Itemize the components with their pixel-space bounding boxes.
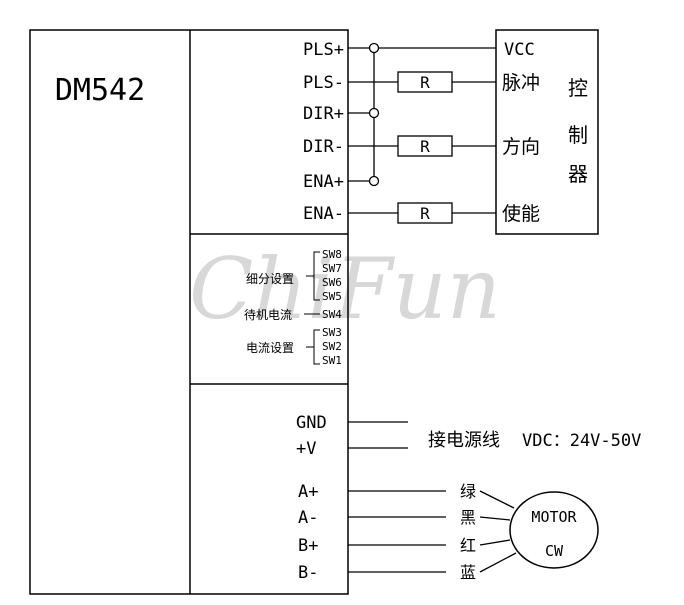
pin-pls-plus: PLS+ — [303, 40, 344, 60]
wire-color-b-minus: 蓝 — [460, 563, 476, 582]
signal-wires — [348, 47, 496, 214]
pin-b-plus: B+ — [298, 536, 318, 556]
pin-ena-minus: ENA- — [303, 204, 344, 224]
controller-title-char: 控 — [568, 76, 588, 100]
pin-a-minus: A- — [298, 508, 318, 528]
controller-vcc: VCC — [504, 40, 535, 60]
pin-vplus: +V — [296, 439, 316, 459]
resistor-label: R — [420, 73, 430, 92]
switch-label: SW5 — [322, 290, 342, 303]
pin-dir-plus: DIR+ — [303, 104, 344, 124]
pin-a-plus: A+ — [298, 482, 318, 502]
wire-color-a-minus: 黑 — [460, 508, 476, 527]
pin-dir-minus: DIR- — [303, 137, 344, 157]
junctions — [368, 42, 380, 187]
switch-label: SW8 — [322, 248, 342, 261]
controller-enable: 使能 — [502, 203, 540, 225]
driver-model: DM542 — [55, 73, 145, 108]
motor-circle — [509, 491, 599, 569]
pin-b-minus: B- — [298, 563, 318, 583]
switch-label: SW3 — [322, 326, 342, 339]
watermark: ChiFun — [189, 240, 501, 338]
resistor-label: R — [420, 204, 430, 223]
controller-direction: 方向 — [502, 136, 540, 158]
microstep-label: 细分设置 — [246, 272, 294, 286]
current-setting-label: 电流设置 — [246, 341, 294, 355]
resistor-dir — [397, 135, 453, 157]
power-wires — [348, 421, 408, 449]
driver-box — [29, 29, 349, 595]
switch-label: SW7 — [322, 262, 342, 275]
resistor-pls — [397, 71, 453, 93]
pin-ena-plus: ENA+ — [303, 172, 344, 192]
power-label: 接电源线 — [428, 430, 500, 451]
wire-color-a-plus: 绿 — [460, 482, 476, 501]
power-spec: VDC：24V-50V — [522, 431, 641, 451]
motor-label-top: MOTOR — [531, 508, 577, 526]
switch-label: SW2 — [322, 340, 342, 353]
pin-gnd: GND — [296, 413, 327, 433]
resistor-label: R — [420, 137, 430, 156]
controller-title-char: 制 — [568, 123, 588, 147]
switch-label: SW1 — [322, 354, 342, 367]
motor-label-bottom: CW — [545, 542, 564, 560]
wire-color-b-plus: 红 — [460, 536, 476, 555]
motor-wires — [348, 490, 517, 573]
controller-title-char: 器 — [568, 162, 588, 186]
resistor-ena — [397, 202, 453, 224]
standby-current-label: 待机电流 — [244, 308, 292, 322]
controller-box — [495, 29, 599, 235]
pin-pls-minus: PLS- — [303, 73, 344, 93]
switch-label: SW4 — [322, 308, 342, 321]
controller-pulse: 脉冲 — [502, 72, 540, 94]
switch-label: SW6 — [322, 276, 342, 289]
